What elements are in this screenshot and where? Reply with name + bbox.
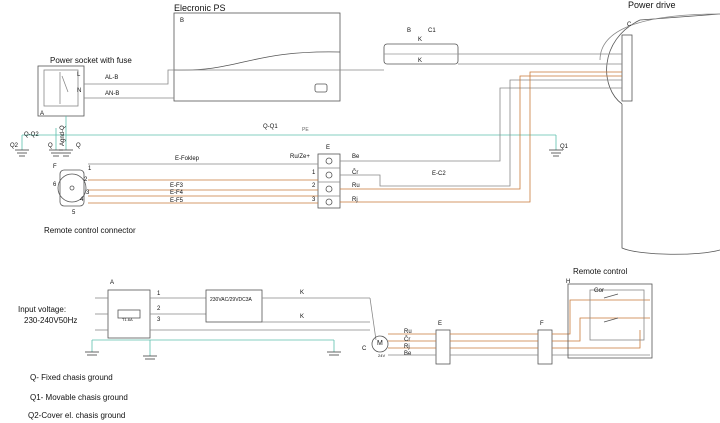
rj-label: Rj — [352, 197, 358, 203]
q-q2-label: Q-Q2 — [24, 132, 39, 138]
ps-b-label: B — [180, 18, 185, 24]
pe-tag: PE — [302, 127, 309, 133]
fuse-label: T1.6A — [122, 317, 133, 322]
agnd-q-label: Agnd-Q — [60, 125, 66, 146]
block-f-bottom-label: F — [540, 321, 544, 327]
e-f5-label: E-F5 — [170, 198, 184, 204]
pin-6-label: 6 — [53, 182, 57, 188]
k1-label: K — [300, 290, 305, 296]
electronic-ps-title: Elecronic PS — [174, 3, 226, 13]
remote-control-title: Remote control — [573, 267, 628, 276]
q-label-a: Q — [48, 143, 53, 149]
q-label-b: Q — [76, 143, 81, 149]
connector-k2-label: K — [418, 58, 423, 64]
k2-label: K — [300, 314, 305, 320]
socket-n-label: N — [77, 88, 82, 94]
block-f-bottom — [537, 329, 553, 365]
motor-m-label: M — [377, 340, 383, 347]
connector-b-label: B — [407, 28, 412, 34]
power-drive-title: Power drive — [628, 0, 676, 10]
remote-gor-label: Gor — [594, 288, 605, 294]
box-a — [107, 289, 151, 339]
electronic-ps-box — [173, 12, 341, 102]
power-drive-body — [621, 104, 720, 255]
converter-label: 230VAC/29VDC3A — [210, 297, 252, 303]
converter-box — [205, 289, 263, 323]
input-voltage-line1: Input voltage: — [18, 305, 67, 314]
legend-q: Q- Fixed chasis ground — [30, 373, 113, 382]
wire-cr-label: Čr — [404, 337, 411, 343]
t1-label: 1 — [157, 291, 161, 297]
motor-c-label: C — [362, 346, 367, 352]
connector-f-label: F — [53, 164, 57, 170]
terminal-2-label: 2 — [312, 183, 316, 189]
input-voltage-line2: 230-240V50Hz — [24, 316, 78, 325]
remote-connector-shape — [57, 173, 87, 203]
wire-ru-label: Ru — [404, 329, 412, 335]
pin-3-label: 3 — [86, 190, 90, 196]
wire-be-label: Be — [404, 351, 412, 357]
connector-k1-label: K — [418, 37, 423, 43]
block-e-label: E — [326, 145, 331, 151]
e-foklep-label: E-Foklep — [175, 156, 200, 162]
be-label: Be — [352, 154, 360, 160]
ru-label: Ru — [352, 183, 360, 189]
wire-rj-label: Rj — [404, 344, 410, 350]
cr-label: Čr — [352, 170, 359, 176]
connector-c1-label: C1 — [428, 28, 436, 34]
power-socket-title: Power socket with fuse — [50, 56, 132, 65]
legend-q2: Q2-Cover el. chasis ground — [28, 411, 126, 420]
terminal-3-label: 3 — [312, 197, 316, 203]
remote-h-label: H — [566, 279, 571, 285]
remote-control-box — [567, 283, 653, 359]
wire-al-b-label: AL-B — [105, 75, 119, 81]
block-e-bottom-label: E — [438, 321, 443, 327]
socket-l-label: L — [77, 72, 81, 78]
terminal-1-label: 1 — [312, 170, 316, 176]
pin-5-label: 5 — [72, 210, 76, 216]
q2-label: Q2 — [10, 143, 19, 149]
motor-voltage-label: 24V — [378, 353, 386, 358]
wire-an-b-label: AN-B — [105, 91, 120, 97]
e-f4-label: E-F4 — [170, 190, 184, 196]
drive-c-label: C — [627, 22, 632, 28]
ru-ze-label: Ru/Ze+ — [290, 154, 310, 160]
t3-label: 3 — [157, 317, 161, 323]
power-socket-box — [37, 65, 85, 117]
terminal-block-e — [317, 153, 341, 209]
remote-connector-title: Remote control connector — [44, 226, 136, 235]
box-a-label: A — [110, 280, 115, 286]
e-f3-label: E-F3 — [170, 183, 184, 189]
t2-label: 2 — [157, 306, 161, 312]
q1-label: Q1 — [560, 144, 569, 150]
block-e-bottom — [435, 329, 451, 365]
pin-1-label: 1 — [88, 166, 92, 172]
socket-a-label: A — [40, 111, 45, 117]
pin-2-label: 2 — [84, 177, 88, 183]
motor-symbol — [371, 335, 389, 353]
pin-4-label: 4 — [80, 197, 84, 203]
legend-q1: Q1- Movable chasis ground — [30, 393, 128, 402]
e-c2-label: E-C2 — [432, 171, 446, 177]
q-q1-label: Q-Q1 — [263, 124, 278, 130]
